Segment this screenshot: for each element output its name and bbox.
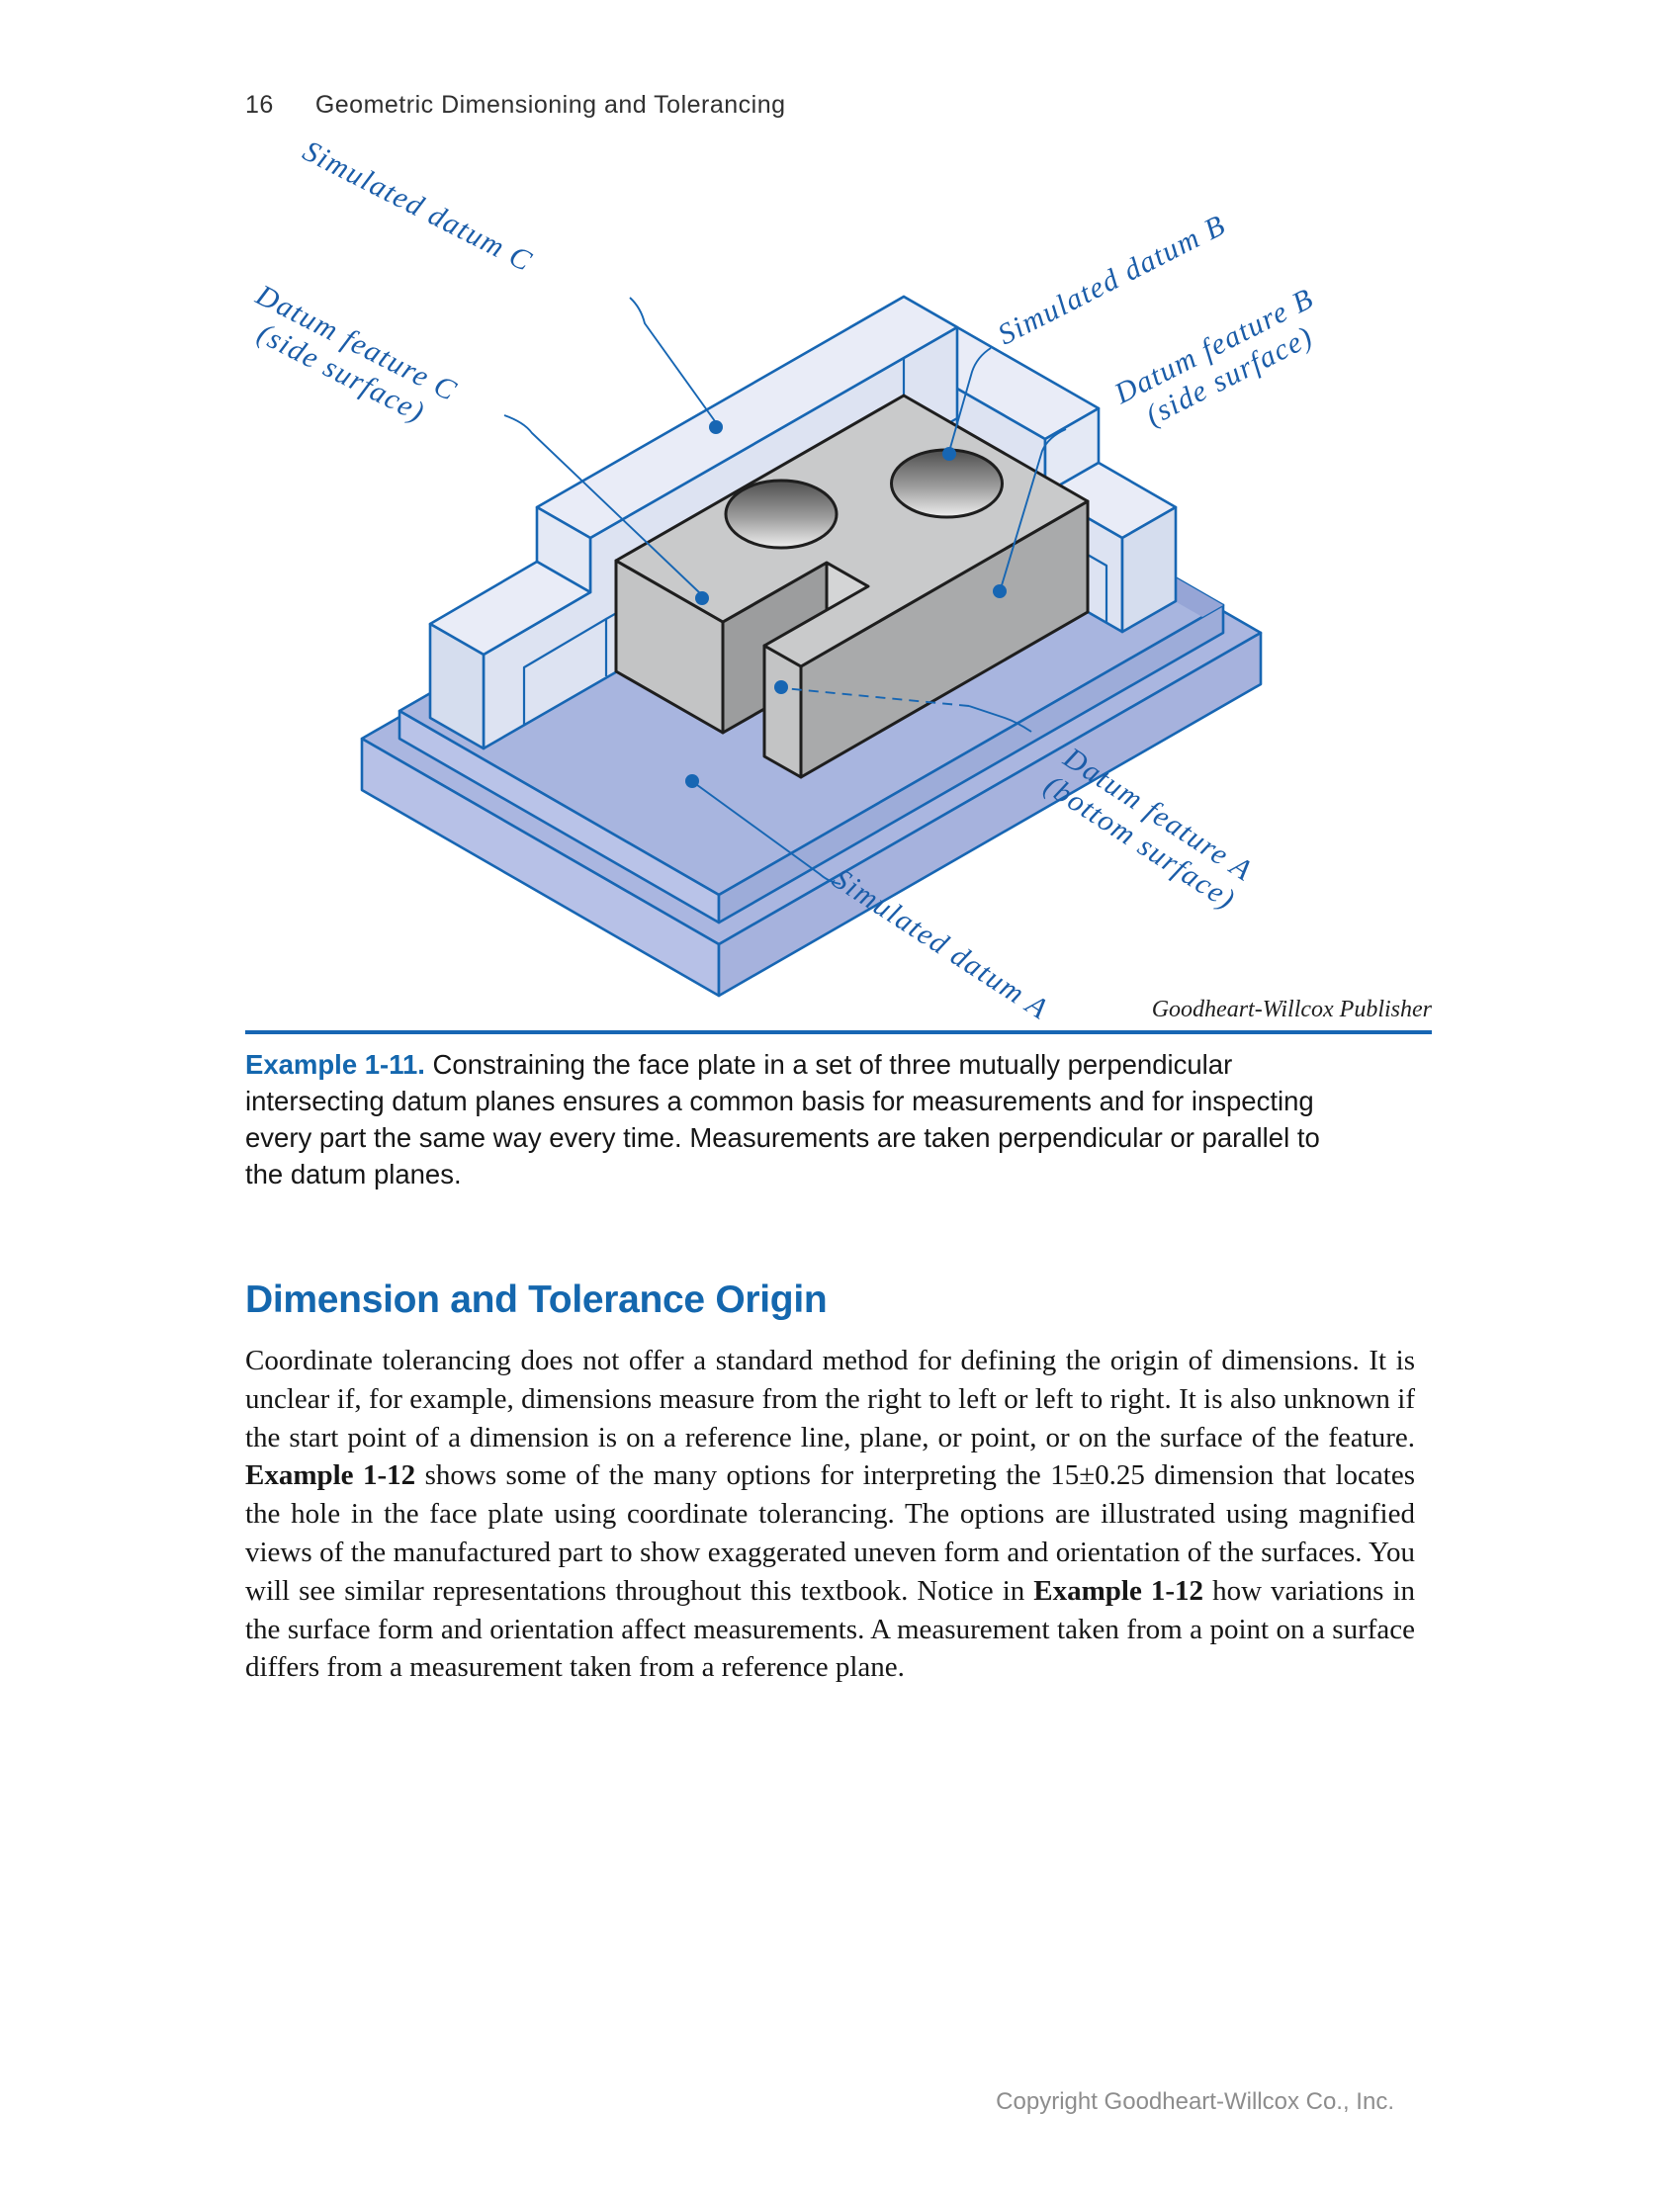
body-seg1: Coordinate tolerancing does not offer a … xyxy=(245,1345,1415,1453)
figure-caption: Example 1-11. Constraining the face plat… xyxy=(245,1046,1333,1192)
face-plate-part xyxy=(614,394,1090,779)
hole-front xyxy=(724,479,839,550)
leader-simulated-datum-a xyxy=(692,781,841,885)
leader-lines xyxy=(503,297,1067,885)
leader-simulated-datum-c xyxy=(629,297,716,422)
copyright-footer: Copyright Goodheart-Willcox Co., Inc. xyxy=(996,2088,1394,2115)
body-example-ref-1: Example 1-12 xyxy=(245,1459,416,1492)
figure-attribution: Goodheart-Willcox Publisher xyxy=(1151,997,1432,1022)
caption-example-label: Example 1-11. xyxy=(245,1049,425,1080)
leader-datum-feature-a-hidden xyxy=(782,687,970,707)
leader-simulated-datum-b xyxy=(949,347,992,449)
caption-text: Constraining the face plate in a set of … xyxy=(245,1049,1320,1189)
page-number: 16 xyxy=(245,91,274,119)
section-heading: Dimension and Tolerance Origin xyxy=(245,1278,828,1321)
leader-dots xyxy=(685,420,1007,788)
leader-datum-feature-b xyxy=(1001,428,1067,586)
leader-datum-feature-c xyxy=(503,414,701,594)
datum-planes-illustration xyxy=(360,295,1263,998)
body-seg2: shows some of the many options for inter… xyxy=(245,1459,1415,1607)
body-seg3: how variations in the surface form and o… xyxy=(245,1574,1416,1684)
leader-datum-feature-a-solid xyxy=(968,705,1032,733)
body-example-ref-2: Example 1-12 xyxy=(1033,1574,1204,1607)
page-header: 16 Geometric Dimensioning and Tolerancing xyxy=(245,91,786,120)
chapter-title: Geometric Dimensioning and Tolerancing xyxy=(314,91,786,119)
body-paragraph: Coordinate tolerancing does not offer a … xyxy=(245,1342,1415,1687)
caption-divider-rule xyxy=(245,1030,1432,1034)
